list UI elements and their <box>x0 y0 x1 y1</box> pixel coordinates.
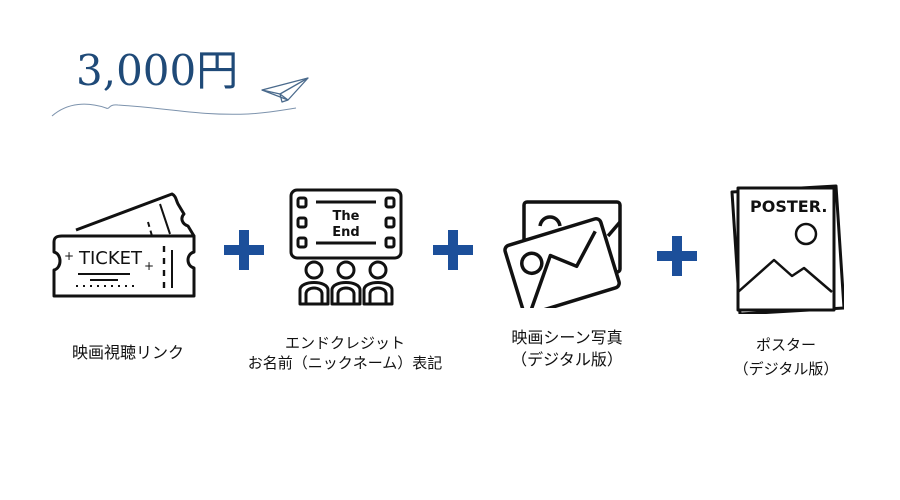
plus-icon <box>224 230 264 270</box>
the-text: The <box>333 209 360 224</box>
item-label-end-credits: エンドクレジット お名前（ニックネーム）表記 <box>225 333 465 373</box>
item-label-poster: ポスター （デジタル版） <box>716 333 856 381</box>
end-text: End <box>332 225 359 240</box>
film-end-credits-icon: The End <box>289 188 403 306</box>
label-line: お名前（ニックネーム）表記 <box>247 354 443 372</box>
ticket-icon-text: TICKET <box>78 248 143 269</box>
label-line: ポスター <box>755 336 816 354</box>
plus-icon <box>433 230 473 270</box>
price-title: 3,000円 <box>76 46 239 95</box>
label-line: エンドクレジット <box>284 334 405 352</box>
plus-icon <box>657 236 697 276</box>
item-label-movie-link: 映画視聴リンク <box>48 343 208 363</box>
paper-plane-swoosh-icon <box>51 77 309 117</box>
svg-text:+: + <box>144 259 154 273</box>
photos-icon <box>503 200 622 308</box>
label-line: 映画シーン写真 <box>511 328 623 347</box>
label-line: （デジタル版） <box>511 350 623 369</box>
label-line: （デジタル版） <box>733 360 839 378</box>
svg-text:+: + <box>64 249 74 263</box>
poster-icon: POSTER. <box>730 184 844 314</box>
ticket-icon: TICKET + + <box>52 192 196 298</box>
label-line: 映画視聴リンク <box>71 343 184 362</box>
poster-icon-text: POSTER. <box>750 197 827 216</box>
item-label-scene-photos: 映画シーン写真 （デジタル版） <box>492 327 642 371</box>
